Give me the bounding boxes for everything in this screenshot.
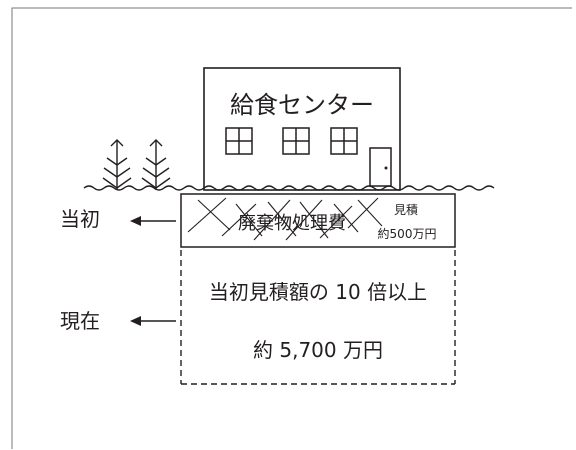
- ground-line: [83, 185, 495, 191]
- estimate-amount: 約500万円: [378, 226, 437, 241]
- initial-estimate-box: [180, 193, 456, 248]
- current-amount-text: 約 5,700 万円: [253, 338, 383, 362]
- current-label: 現在: [60, 309, 100, 333]
- current-estimate-box: [180, 250, 456, 385]
- window-icon: [330, 127, 358, 155]
- window-icon: [225, 127, 253, 155]
- window-icon: [282, 127, 310, 155]
- current-multiplier-text: 当初見積額の 10 倍以上: [209, 280, 427, 304]
- initial-label: 当初: [60, 207, 100, 231]
- current-arrow: [130, 316, 176, 326]
- door-icon: [369, 147, 392, 187]
- initial-arrow: [130, 216, 176, 226]
- frame-border: [11, 7, 572, 449]
- building-name: 給食センター: [230, 91, 374, 119]
- cross-mark-group: [187, 197, 383, 241]
- tree-icon: [141, 139, 171, 190]
- estimate-label: 見積: [394, 202, 418, 217]
- tree-icon: [102, 139, 132, 190]
- initial-cost-item: 廃棄物処理費: [238, 213, 346, 234]
